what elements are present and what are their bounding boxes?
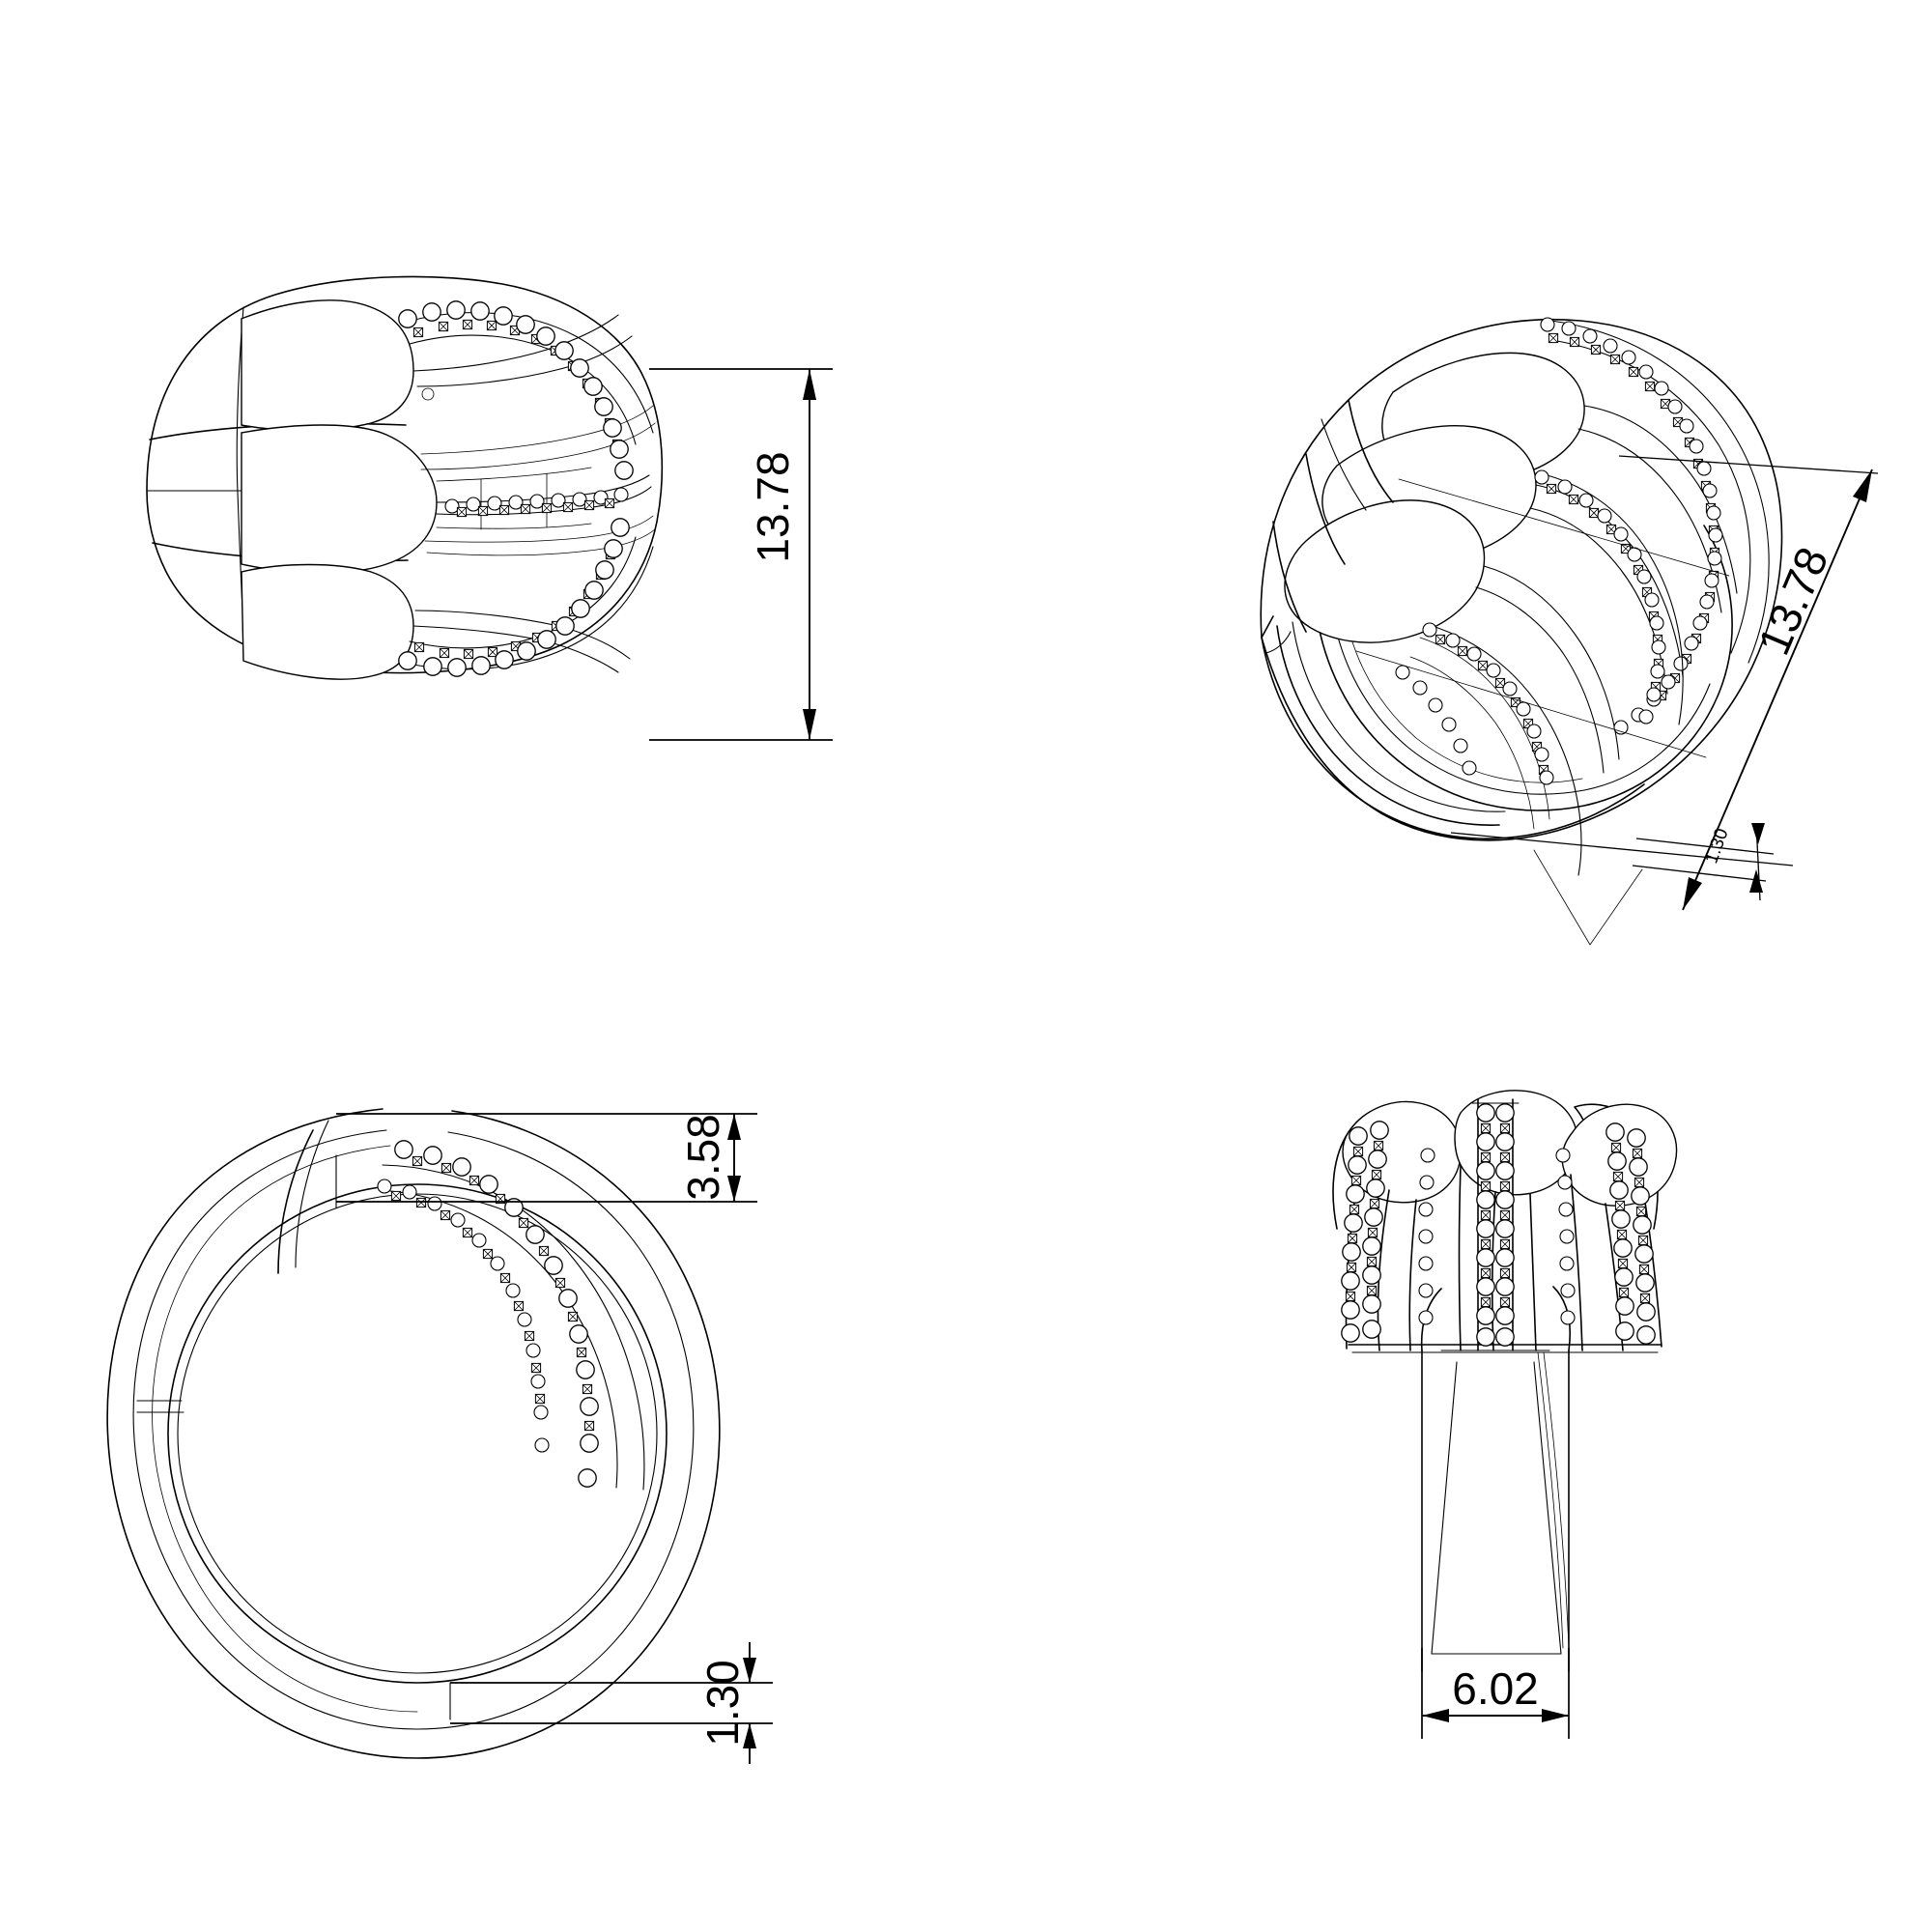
dim-top-height <box>649 368 833 741</box>
pave-row-perspective-middle <box>1534 469 1666 724</box>
dim-perspective-small <box>1632 822 1775 901</box>
pave-row-lower <box>398 518 630 677</box>
perspective-view <box>1260 317 1879 946</box>
pave-row-perspective-deep <box>1395 665 1477 776</box>
dim-side-dome <box>336 1113 757 1203</box>
dim-side-band <box>450 1642 773 1764</box>
dim-perspective-height <box>1450 455 1879 911</box>
dim-front-width <box>1421 1648 1570 1739</box>
dim-top-height-label: 13.78 <box>748 451 798 563</box>
side-view <box>106 1108 773 1764</box>
pave-row-middle <box>444 487 629 518</box>
front-view <box>1332 1090 1678 1739</box>
dim-side-dome-label: 3.58 <box>678 1114 728 1201</box>
dim-side-band-label: 1.30 <box>697 1660 748 1747</box>
pave-row-side-outer <box>394 1140 599 1488</box>
dim-front-width-label: 6.02 <box>1452 1663 1539 1714</box>
top-view <box>146 275 833 741</box>
